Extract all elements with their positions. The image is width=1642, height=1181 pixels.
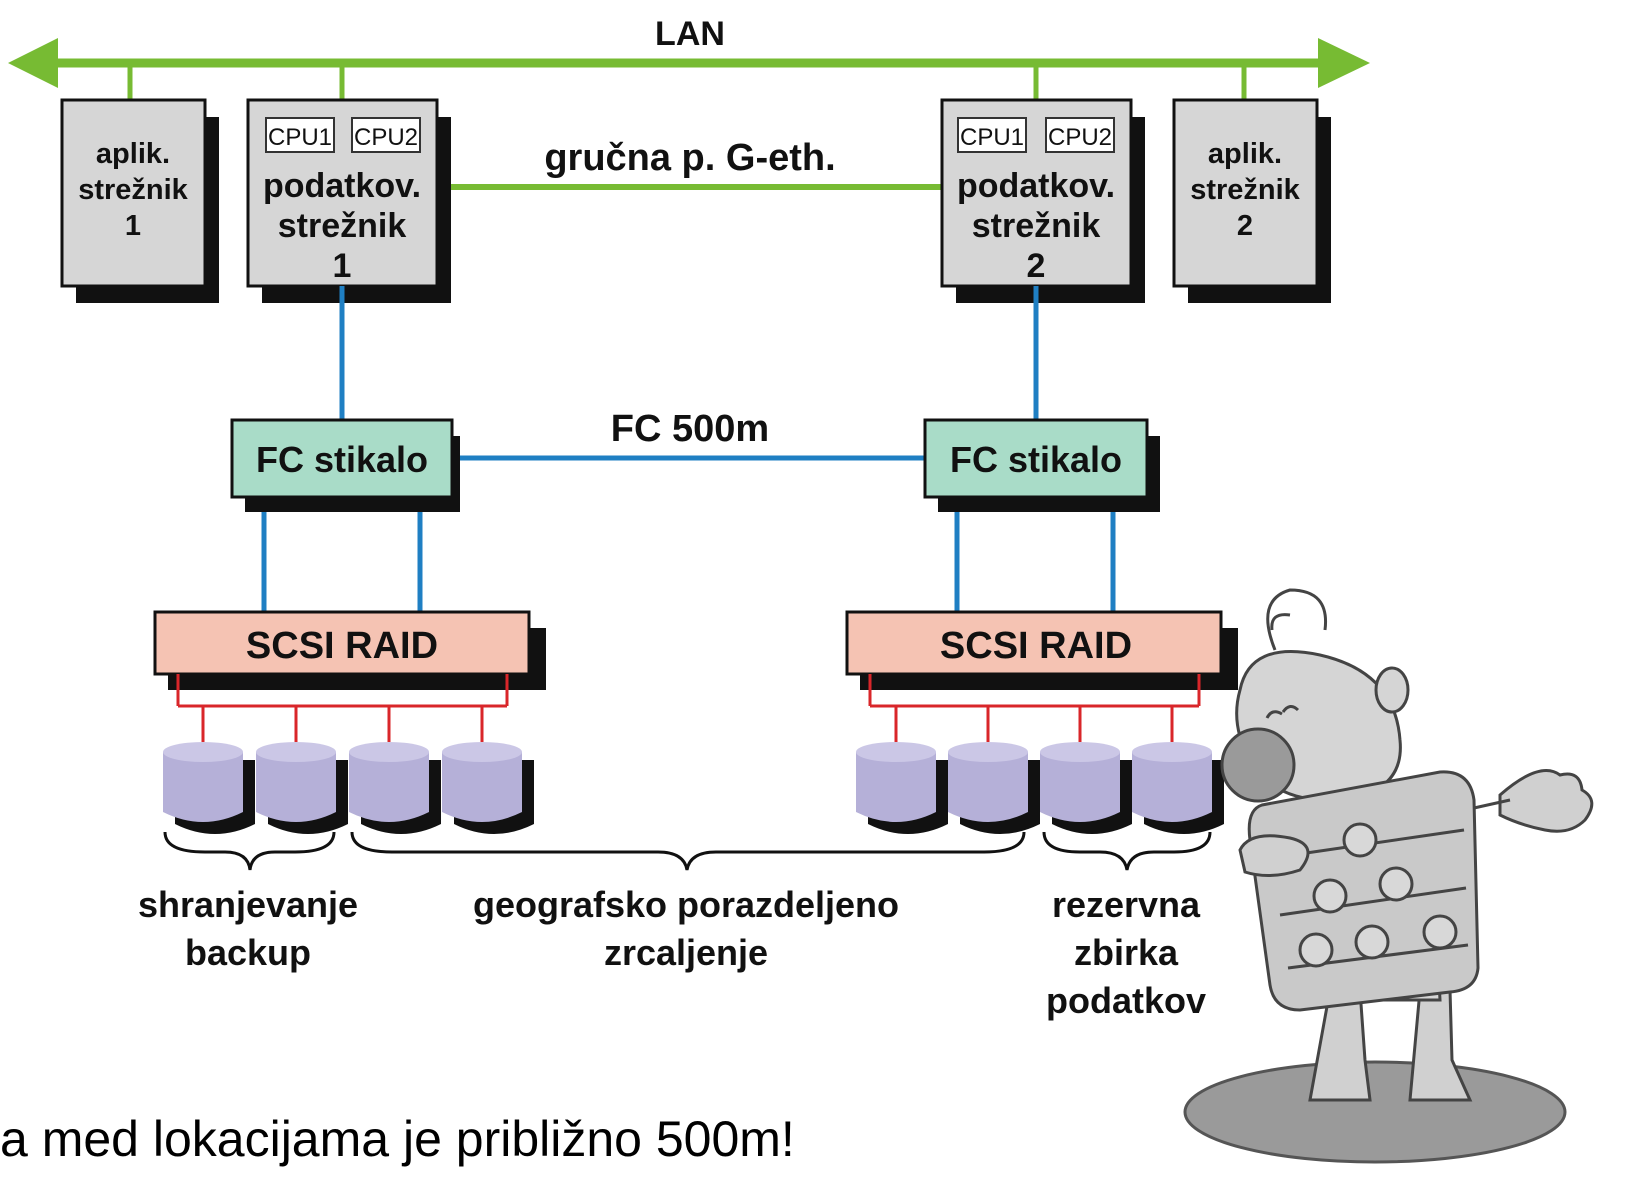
db-server-2-cpu1: CPU1 xyxy=(960,124,1024,151)
cluster-link-label: gručna p. G-eth. xyxy=(544,137,835,179)
lan-label: LAN xyxy=(655,15,725,53)
disk-cylinder xyxy=(163,742,255,834)
db-server-2-line2: strežnik xyxy=(972,207,1101,245)
scsi-bus-right xyxy=(868,674,1201,742)
db-server-1-line3: 1 xyxy=(333,247,352,285)
app-server-2-line1: aplik. xyxy=(1208,138,1282,170)
brace-mirror xyxy=(350,831,1026,871)
fc-switch-right: FC stikalo xyxy=(923,418,1160,512)
group-mirror-line2: zrcaljenje xyxy=(604,932,768,973)
db-server-1-cpu1: CPU1 xyxy=(268,124,332,151)
raid-right-label: SCSI RAID xyxy=(940,625,1132,667)
db-server-1-line2: strežnik xyxy=(278,207,407,245)
app-server-1-line1: aplik. xyxy=(96,138,170,170)
lan-arrow-right-icon xyxy=(1318,38,1370,88)
db-server-2-line1: podatkov. xyxy=(957,167,1115,205)
disk-cylinder xyxy=(442,742,534,834)
group-reserve-line1: rezervna xyxy=(1052,884,1201,925)
db-server-2-line3: 2 xyxy=(1027,247,1046,285)
disk-cylinder xyxy=(948,742,1040,834)
raid-left-label: SCSI RAID xyxy=(246,625,438,667)
raid-left: SCSI RAID xyxy=(153,610,546,690)
app-server-2-line2: strežnik xyxy=(1190,174,1300,206)
db-server-1-cpu2: CPU2 xyxy=(354,124,418,151)
footer-note: a med lokacijama je približno 500m! xyxy=(0,1111,795,1167)
db-server-2-cpu2: CPU2 xyxy=(1048,124,1112,151)
brace-reserve xyxy=(1042,831,1212,871)
braces xyxy=(163,831,1212,871)
group-reserve-line2: zbirka xyxy=(1074,932,1179,973)
raid-right: SCSI RAID xyxy=(845,610,1238,690)
group-reserve-line3: podatkov xyxy=(1046,980,1206,1021)
app-server-2-line3: 2 xyxy=(1237,210,1253,242)
disk-cylinder xyxy=(256,742,348,834)
brace-backup xyxy=(163,831,336,871)
fc-link-label: FC 500m xyxy=(611,408,769,450)
disk-array xyxy=(163,742,1224,834)
disk-cylinder xyxy=(856,742,948,834)
app-server-2: aplik. strežnik 2 xyxy=(1172,98,1331,303)
db-server-1: CPU1 CPU2 podatkov. strežnik 1 xyxy=(246,98,451,303)
fc-switch-left: FC stikalo xyxy=(230,418,460,512)
group-mirror-line1: geografsko porazdeljeno xyxy=(473,884,899,925)
db-server-1-cpu1-box xyxy=(265,117,335,153)
app-server-1-line2: strežnik xyxy=(78,174,188,206)
disk-cylinder xyxy=(349,742,441,834)
disk-cylinder xyxy=(1132,742,1224,834)
fibre-links xyxy=(261,286,1116,612)
lan-arrow-left-icon xyxy=(8,38,58,88)
lan-bus xyxy=(8,38,1370,100)
db-server-2: CPU1 CPU2 podatkov. strežnik 2 xyxy=(940,98,1145,303)
fc-switch-right-label: FC stikalo xyxy=(950,439,1122,480)
db-server-1-line1: podatkov. xyxy=(263,167,421,205)
scsi-bus-left xyxy=(176,674,509,742)
group-backup-line2: backup xyxy=(185,932,311,973)
group-backup-line1: shranjevanje xyxy=(138,884,358,925)
app-server-1-line3: 1 xyxy=(125,210,141,242)
cartoon-robot-mascot xyxy=(1183,588,1594,1164)
fc-switch-left-label: FC stikalo xyxy=(256,439,428,480)
app-server-1: aplik. strežnik 1 xyxy=(60,98,219,303)
disk-cylinder xyxy=(1040,742,1132,834)
